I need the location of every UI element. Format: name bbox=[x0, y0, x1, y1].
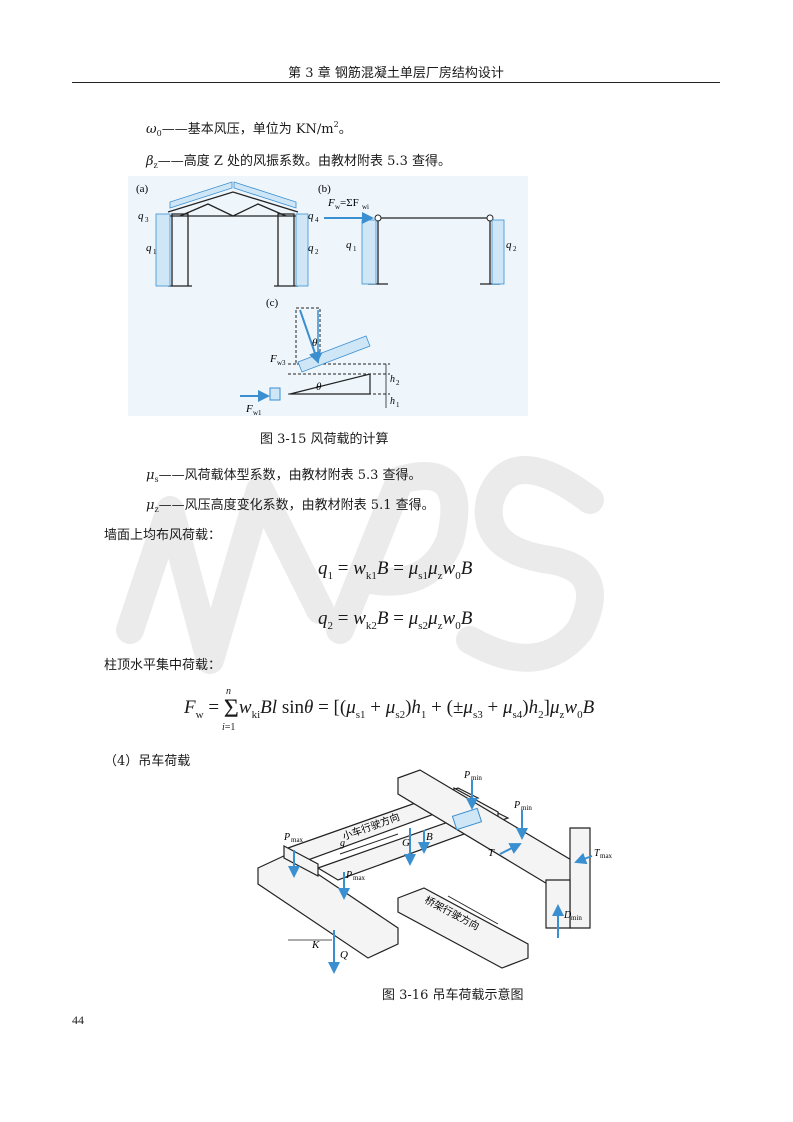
svg-text:w: w bbox=[335, 203, 341, 211]
running-header: 第 3 章 钢筋混凝土单层厂房结构设计 bbox=[288, 66, 504, 81]
svg-text:min: min bbox=[571, 914, 582, 922]
svg-text:θ: θ bbox=[312, 337, 318, 349]
svg-text:q: q bbox=[506, 239, 512, 251]
equation-q2: q2 = wk2B = μs2μzw0B bbox=[318, 608, 473, 632]
equation-fw: Fw = ΣwkiBl sinθ = [(μs1 + μs2)h1 + (±μs… bbox=[184, 694, 595, 723]
svg-text:1: 1 bbox=[396, 401, 400, 409]
wind-load-a bbox=[155, 181, 309, 287]
svg-text:P: P bbox=[513, 800, 520, 811]
svg-text:D: D bbox=[563, 910, 572, 921]
svg-text:B: B bbox=[426, 831, 433, 843]
label-c: (c) bbox=[266, 297, 279, 309]
svg-text:P: P bbox=[345, 870, 352, 881]
frame-a bbox=[167, 191, 299, 287]
page-number: 44 bbox=[72, 1013, 84, 1027]
label-a: (a) bbox=[136, 183, 149, 195]
svg-text:T: T bbox=[594, 848, 601, 859]
svg-text:P: P bbox=[283, 832, 290, 843]
wind-load-b bbox=[361, 219, 505, 285]
svg-text:q: q bbox=[138, 210, 144, 222]
svg-text:q: q bbox=[346, 239, 352, 251]
svg-text:2: 2 bbox=[315, 248, 319, 256]
svg-text:g: g bbox=[340, 838, 345, 849]
svg-text:θ: θ bbox=[316, 381, 322, 393]
crane-load-heading: （4）吊车荷载 bbox=[104, 754, 191, 769]
svg-text:1: 1 bbox=[153, 248, 157, 256]
svg-text:F: F bbox=[269, 353, 277, 365]
wall-load-heading: 墙面上均布风荷载： bbox=[104, 528, 222, 543]
figure-3-16: 小车行驶方向 桥架行驶方向 P min P min P max P max T … bbox=[248, 768, 620, 978]
svg-text:G: G bbox=[402, 837, 410, 849]
header-rule bbox=[72, 82, 720, 83]
svg-text:4: 4 bbox=[315, 216, 319, 224]
svg-text:q: q bbox=[146, 242, 152, 254]
svg-text:w3: w3 bbox=[277, 359, 286, 367]
def-betaz: βz——高度 Z 处的风振系数。由教材附表 5.3 查得。 bbox=[146, 154, 451, 170]
svg-text:q: q bbox=[308, 242, 314, 254]
figure-3-16-caption: 图 3-16 吊车荷载示意图 bbox=[382, 988, 524, 1003]
svg-text:w1: w1 bbox=[253, 409, 262, 416]
equation-q1: q1 = wk1B = μs1μzw0B bbox=[318, 558, 473, 582]
svg-text:T: T bbox=[488, 847, 495, 859]
sum-upper-limit: n bbox=[226, 686, 231, 697]
svg-text:Q: Q bbox=[340, 949, 348, 961]
column-top-load-heading: 柱顶水平集中荷载： bbox=[104, 658, 222, 673]
svg-text:F: F bbox=[245, 403, 253, 415]
label-b: (b) bbox=[318, 183, 331, 195]
sum-lower-limit: i=1 bbox=[222, 722, 236, 733]
svg-text:2: 2 bbox=[513, 245, 517, 253]
svg-text:q: q bbox=[308, 210, 314, 222]
def-omega0: ω0——基本风压，单位为 KN/m2。 bbox=[146, 120, 352, 138]
svg-text:=ΣF: =ΣF bbox=[340, 197, 359, 209]
def-mus: μs——风荷载体型系数，由教材附表 5.3 查得。 bbox=[146, 468, 422, 484]
figure-3-15: (a) q 3 q 1 q 4 q 2 (b) F w =ΣF wi q 1 q… bbox=[128, 176, 528, 416]
svg-text:h: h bbox=[390, 374, 395, 385]
figure-3-15-caption: 图 3-15 风荷载的计算 bbox=[260, 432, 389, 447]
svg-text:max: max bbox=[600, 852, 613, 860]
svg-text:min: min bbox=[521, 804, 532, 812]
svg-text:h: h bbox=[390, 396, 395, 407]
svg-text:K: K bbox=[311, 939, 320, 951]
svg-text:max: max bbox=[353, 874, 366, 882]
svg-text:3: 3 bbox=[145, 216, 149, 224]
def-muz: μz——风压高度变化系数，由教材附表 5.1 查得。 bbox=[146, 498, 435, 514]
svg-text:1: 1 bbox=[353, 245, 357, 253]
svg-text:min: min bbox=[471, 774, 482, 782]
svg-text:P: P bbox=[463, 770, 470, 781]
svg-text:F: F bbox=[327, 197, 335, 209]
svg-text:wi: wi bbox=[362, 203, 369, 211]
svg-text:max: max bbox=[291, 836, 304, 844]
svg-text:2: 2 bbox=[396, 379, 400, 387]
